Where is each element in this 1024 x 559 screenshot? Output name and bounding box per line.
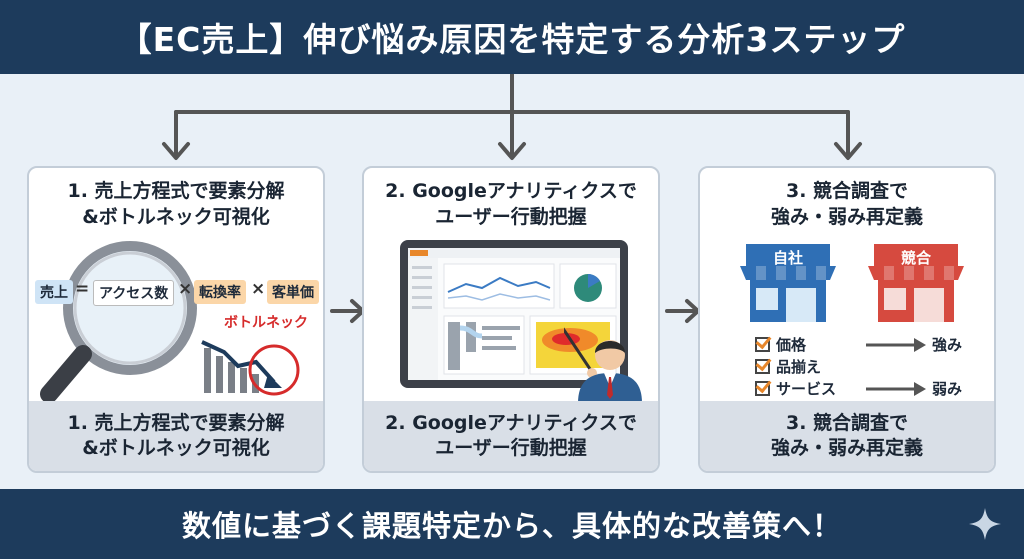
- analytics-dashboard-icon: [400, 240, 628, 388]
- step-3-title: 3. 競合調査で 強み・弱み再定義: [770, 180, 923, 228]
- eq-cvr: 転換率: [194, 280, 246, 304]
- step-1-title: 1. 売上方程式で要素分解 &ボトルネック可視化: [67, 180, 285, 228]
- step-card-3: 3. 競合調査で 強み・弱み再定義 自社 競合 価格 品揃え サービス 強み 弱…: [698, 166, 996, 473]
- checkbox-icon: [755, 337, 770, 352]
- presenter-person-icon: [564, 327, 642, 403]
- step-card-1: 1. 売上方程式で要素分解 &ボトルネック可視化 売上 = アクセス数 × 転換…: [27, 166, 325, 473]
- arrow-right-icon: [665, 299, 700, 323]
- header-banner: 【EC売上】伸び悩み原因を特定する分析3ステップ: [0, 0, 1024, 74]
- eq-times-1: ×: [178, 279, 193, 299]
- eq-sales: 売上: [35, 280, 73, 304]
- strength-label: 強み: [932, 336, 963, 354]
- arrow-weakness-icon: [866, 382, 926, 396]
- own-shop-label: 自社: [772, 249, 803, 267]
- declining-chart-icon: [201, 340, 300, 396]
- step-1-footer: 1. 売上方程式で要素分解 &ボトルネック可視化: [29, 401, 323, 471]
- bottleneck-label: ボトルネック: [224, 315, 308, 331]
- step-card-2: 2. Googleアナリティクスで ユーザー行動把握 2. Googleアナリテ…: [362, 166, 660, 473]
- step-3-footer: 3. 競合調査で 強み・弱み再定義: [700, 401, 994, 471]
- step-2-footer: 2. Googleアナリティクスで ユーザー行動把握: [364, 401, 658, 471]
- check-price: 価格: [755, 334, 806, 355]
- checkbox-icon: [755, 359, 770, 374]
- eq-times-2: ×: [251, 279, 266, 299]
- check-assortment: 品揃え: [755, 356, 821, 377]
- footer-banner: 数値に基づく課題特定から、具体的な改善策へ！: [0, 489, 1024, 559]
- eq-equals: =: [75, 279, 90, 299]
- checkbox-icon: [755, 381, 770, 396]
- rival-shop-icon: [868, 244, 964, 322]
- step-2-title: 2. Googleアナリティクスで ユーザー行動把握: [385, 180, 637, 228]
- rival-shop-label: 競合: [900, 249, 931, 267]
- arrow-strength-icon: [866, 338, 926, 352]
- magnifier-icon: [40, 241, 197, 403]
- eq-aov: 客単価: [267, 280, 319, 304]
- eq-access: アクセス数: [93, 280, 175, 306]
- weakness-label: 弱み: [932, 380, 963, 398]
- check-service: サービス: [755, 378, 836, 399]
- flow-connector: [162, 74, 862, 160]
- sparkle-icon: [969, 508, 1001, 540]
- page-title: 【EC売上】伸び悩み原因を特定する分析3ステップ: [118, 20, 906, 59]
- own-shop-icon: [740, 244, 836, 322]
- footer-message: 数値に基づく課題特定から、具体的な改善策へ！: [181, 509, 842, 543]
